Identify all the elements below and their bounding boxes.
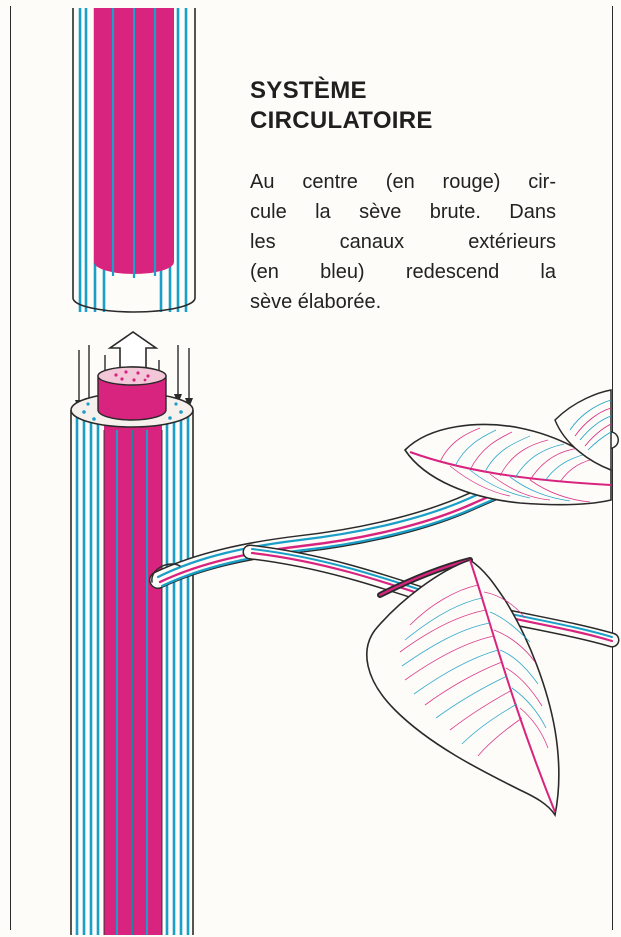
upper-stem-section — [73, 8, 195, 312]
description-line: sève élaborée. — [250, 287, 556, 317]
description-line: (en bleu) redescend la — [250, 257, 556, 287]
diagram-title: SYSTÈME CIRCULATOIRE — [250, 76, 580, 136]
upward-arrow-icon — [110, 332, 156, 370]
title-line: SYSTÈME — [250, 76, 580, 106]
core-cross-section — [98, 367, 166, 385]
description-line: cule la sève brute. Dans — [250, 197, 556, 227]
lower-stem-section — [70, 367, 195, 935]
description-text: Au centre (en rouge) cir- cule la sève b… — [250, 167, 556, 317]
title-line: CIRCULATOIRE — [250, 106, 580, 136]
description-line: les canaux extérieurs — [250, 227, 556, 257]
description-line: Au centre (en rouge) cir- — [250, 167, 556, 197]
lower-leaf — [367, 560, 559, 815]
